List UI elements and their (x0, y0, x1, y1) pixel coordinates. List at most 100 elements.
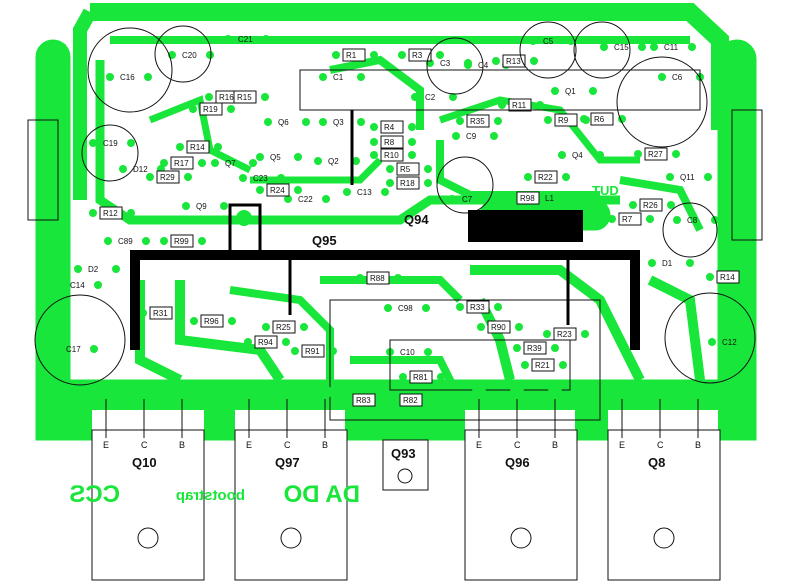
pad (513, 344, 521, 352)
pad (551, 344, 559, 352)
to3p-package (91, 429, 205, 581)
q93-hole (397, 468, 413, 484)
component-label-q1: Q1 (565, 87, 576, 96)
pad (160, 159, 168, 167)
pad (176, 143, 184, 151)
pad (427, 396, 435, 404)
pad (543, 330, 551, 338)
pad (319, 73, 327, 81)
pad (370, 138, 378, 146)
resistor-outline (342, 48, 366, 62)
component-label-c20: C20 (182, 51, 197, 60)
bootstrap-text: bootstrap (176, 487, 245, 504)
pad (437, 373, 445, 381)
trace (619, 176, 704, 232)
component-label-r11: R11 (512, 101, 527, 110)
pad (648, 259, 656, 267)
component-label-q6: Q6 (278, 118, 289, 127)
resistor-outline (487, 320, 511, 334)
component-label-r4: R4 (384, 123, 395, 132)
fuse-outline (731, 109, 763, 241)
pad (536, 101, 544, 109)
pad (618, 115, 626, 123)
component-label-r98: R98 (520, 194, 535, 203)
pad (239, 174, 247, 182)
pad (190, 317, 198, 325)
pad (89, 139, 97, 147)
resistor-outline (534, 170, 558, 184)
resistor-outline (170, 156, 194, 170)
pad (332, 51, 340, 59)
to3p-package (464, 429, 578, 581)
component-label-r9: R9 (558, 116, 569, 125)
pad (408, 151, 416, 159)
pad (302, 118, 310, 126)
pin-label: C (657, 440, 664, 450)
pin-label: E (619, 440, 625, 450)
pad (544, 116, 552, 124)
pin-pad (510, 385, 524, 399)
pad (530, 57, 538, 65)
pin-label: C (141, 440, 148, 450)
component-label-r21: R21 (535, 361, 550, 370)
component-label-r8: R8 (384, 138, 395, 147)
transistor-label: Q96 (505, 455, 530, 470)
component-label-r81: R81 (413, 373, 428, 382)
resistor-outline (618, 212, 642, 226)
component-label-r33: R33 (470, 303, 485, 312)
pad (160, 237, 168, 245)
pad (291, 347, 299, 355)
q95-label: Q95 (312, 233, 337, 248)
inductor-l1 (468, 210, 583, 242)
pad (389, 396, 397, 404)
trace (470, 265, 645, 383)
component-label-d1: D1 (662, 259, 673, 268)
pad (634, 150, 642, 158)
tud-silkscreen: TUD (592, 183, 619, 198)
component-label-r1: R1 (346, 51, 357, 60)
component-label-c12: C12 (722, 338, 737, 347)
pad (357, 118, 365, 126)
component-label-c16: C16 (120, 73, 135, 82)
pad (319, 118, 327, 126)
component-label-r35: R35 (470, 117, 485, 126)
pad (198, 237, 206, 245)
resistor-outline (399, 393, 423, 407)
pad (477, 323, 485, 331)
resistor-outline (508, 98, 532, 112)
pin-pad (242, 385, 256, 399)
pad (589, 87, 597, 95)
pad (386, 179, 394, 187)
pad (322, 195, 330, 203)
pad (300, 323, 308, 331)
resistor-outline (396, 162, 420, 176)
pad (494, 117, 502, 125)
component-label-r96: R96 (204, 317, 219, 326)
pad (227, 105, 235, 113)
resistor-outline (716, 270, 740, 284)
pad (744, 273, 752, 281)
pad (384, 304, 392, 312)
dado-text: DA DO (284, 481, 360, 508)
trace (95, 60, 620, 225)
transistor-label: Q10 (132, 455, 157, 470)
pad (490, 132, 498, 140)
component-label-r3: R3 (412, 51, 423, 60)
pad (52, 345, 60, 353)
pin-pad (615, 385, 629, 399)
pin-pad (548, 385, 562, 399)
capacitor-outline (81, 124, 139, 182)
component-label-r10: R10 (384, 151, 399, 160)
capacitor-outline (573, 21, 631, 79)
component-label-q11: Q11 (680, 173, 695, 182)
pad (256, 186, 264, 194)
pad (277, 174, 285, 182)
trace (148, 95, 252, 174)
component-label-r26: R26 (643, 201, 658, 210)
component-label-r91: R91 (305, 347, 320, 356)
capacitor-outline (87, 27, 173, 113)
resistor-outline (200, 314, 224, 328)
component-label-r22: R22 (538, 173, 553, 182)
pad (106, 73, 114, 81)
capacitor-outline (664, 292, 756, 384)
